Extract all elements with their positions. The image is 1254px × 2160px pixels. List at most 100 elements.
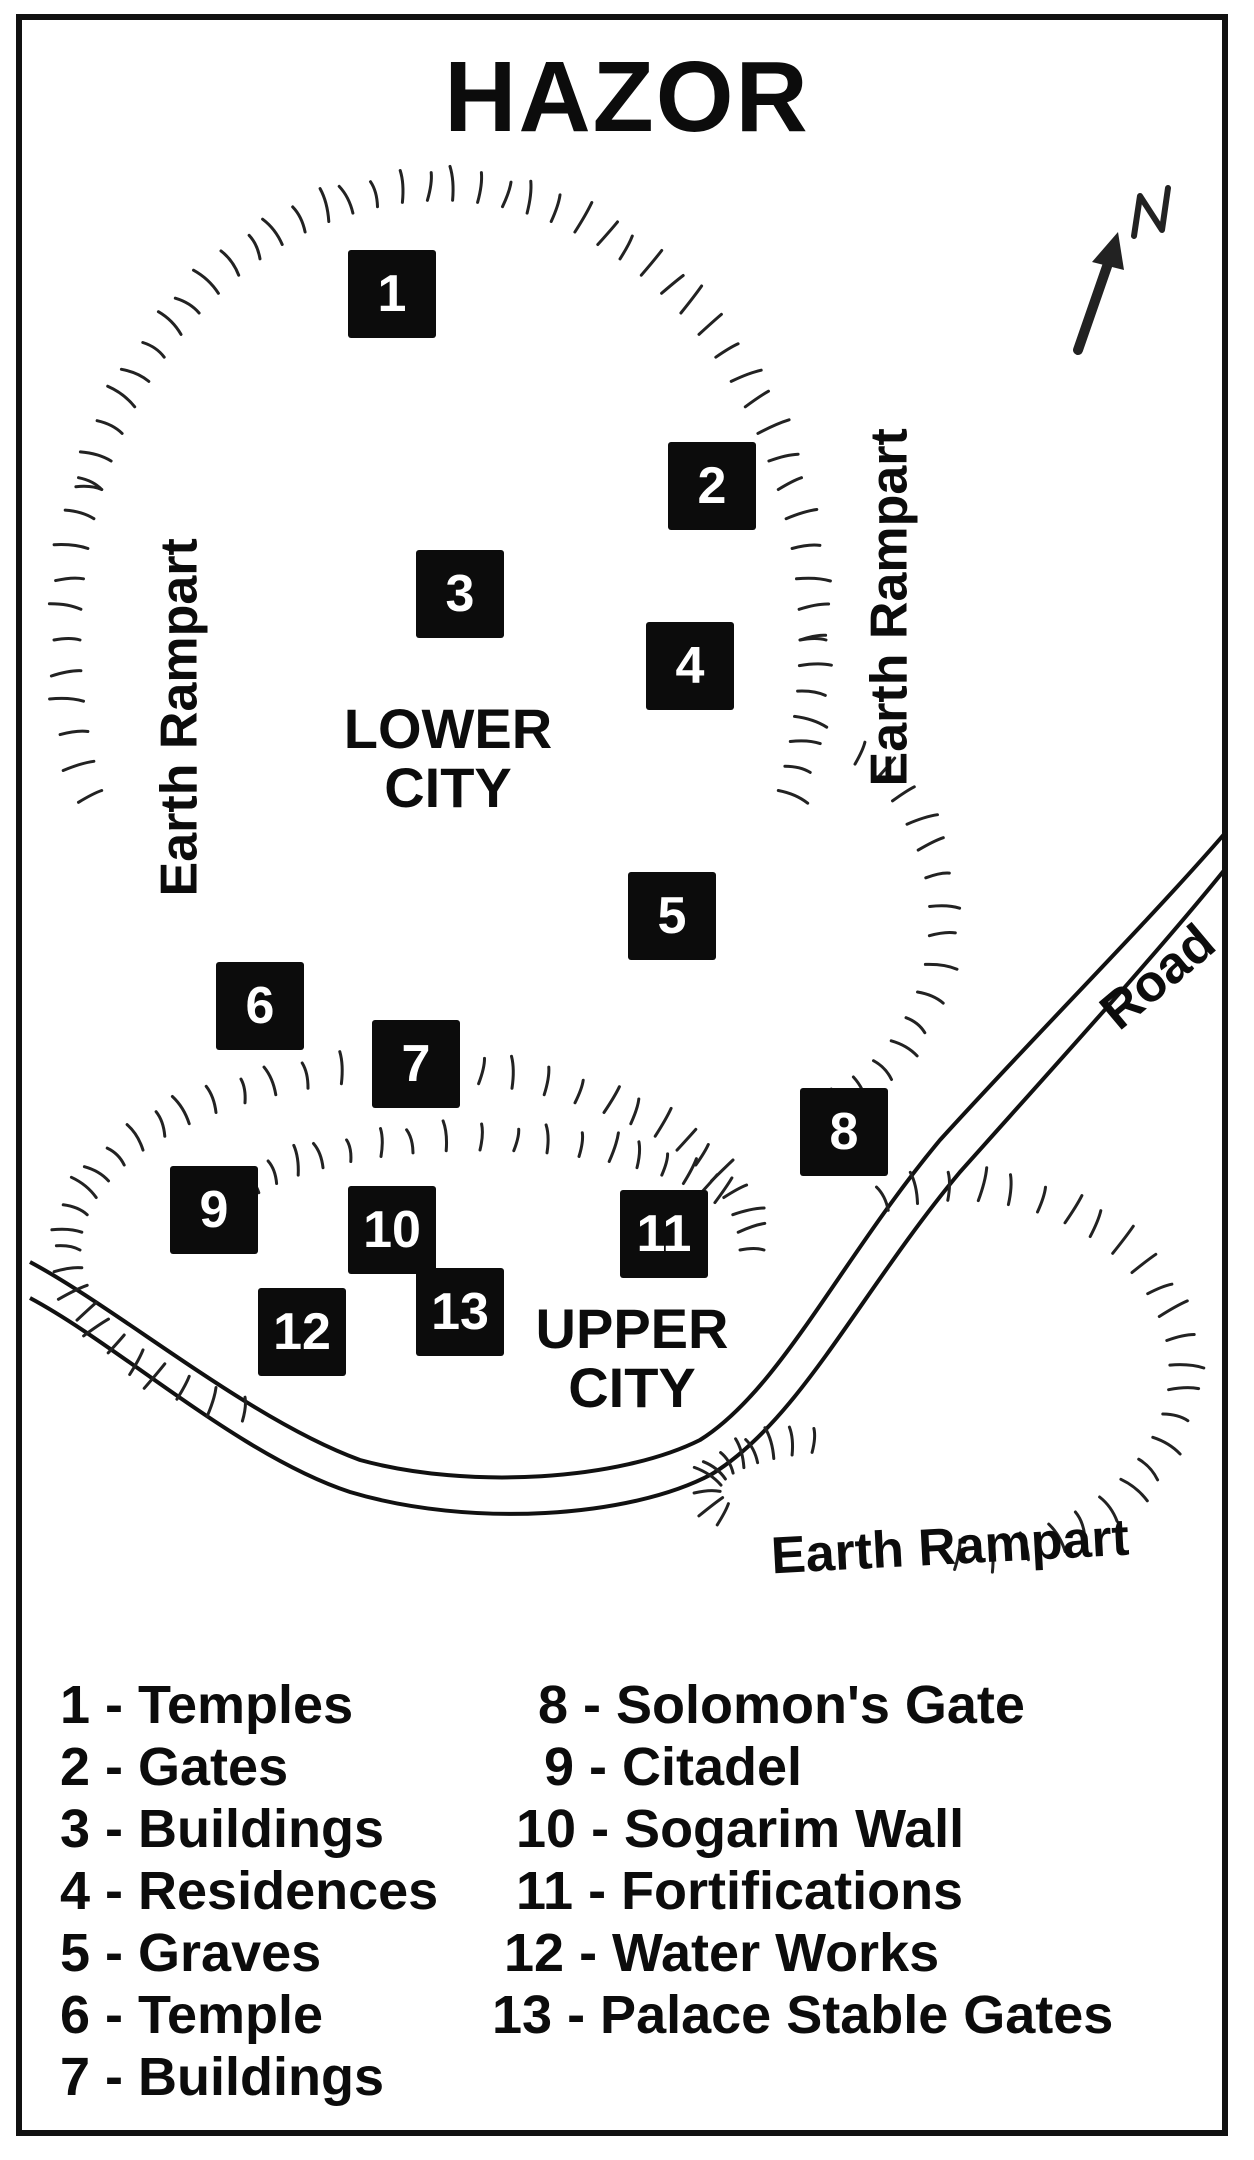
marker-1-temples: 1	[348, 250, 436, 338]
hachure-stroke	[477, 1056, 487, 1086]
hachure-stroke	[312, 1142, 325, 1170]
hachure-stroke	[525, 179, 533, 215]
map-frame	[16, 14, 1228, 2136]
hachure-stroke	[1168, 1363, 1206, 1370]
hachure-stroke	[106, 384, 137, 409]
legend-item: 7 - Buildings	[60, 2047, 384, 2107]
hachure-stroke	[204, 1084, 218, 1114]
hachure-stroke	[1146, 1282, 1174, 1296]
hachure-stroke	[300, 1061, 310, 1090]
hachure-stroke	[478, 1122, 484, 1152]
hachure-stroke	[240, 1395, 247, 1423]
hachure-stroke	[697, 1496, 725, 1518]
hachure-stroke	[52, 1266, 84, 1274]
upper-city-label: UPPER CITY	[535, 1297, 729, 1419]
hachure-stroke	[48, 696, 85, 703]
legend-item: 4 - Residences	[60, 1861, 439, 1921]
hachure-stroke	[448, 164, 455, 202]
hachure-stroke	[692, 1489, 722, 1495]
hachure-stroke	[976, 1166, 989, 1203]
hachure-stroke	[54, 1244, 82, 1252]
marker-11-fortifications: 11	[620, 1190, 708, 1278]
marker-6-temple: 6	[216, 962, 304, 1050]
hachure-stroke	[1036, 1185, 1047, 1214]
hachure-stroke	[796, 689, 827, 697]
hachure-stroke	[795, 576, 832, 583]
hachure-stroke	[953, 1538, 962, 1571]
hachure-stroke	[853, 740, 867, 766]
hachure-stroke	[653, 1106, 673, 1138]
legend-item: 6 - Temple	[60, 1985, 324, 2045]
hachure-stroke	[106, 1333, 126, 1355]
hachure-stroke	[105, 1146, 126, 1167]
hachure-stroke	[573, 1078, 585, 1105]
hachure-stroke	[787, 1425, 795, 1457]
map-title: HAZOR	[444, 41, 810, 153]
hachure-stroke	[345, 1138, 353, 1163]
hachure-stroke	[63, 508, 96, 521]
rampart-right-label: Earth Rampart	[860, 428, 919, 787]
hachure-stroke	[573, 201, 594, 234]
hachure-stroke	[128, 1348, 145, 1376]
hachure-stroke	[1047, 1522, 1067, 1553]
hachure-stroke	[875, 1185, 890, 1212]
legend-item: 13 - Palace Stable Gates	[492, 1985, 1114, 2045]
hachure-stroke	[337, 184, 355, 215]
hachure-stroke	[78, 450, 113, 463]
hachure-stroke	[441, 1119, 449, 1153]
hachure-stroke	[776, 789, 810, 805]
hachure-stroke	[1119, 1477, 1149, 1503]
hachure-stroke	[736, 1221, 767, 1234]
hachure-stroke	[916, 990, 945, 1005]
legend-left: 1 - Temples 2 - Gates 3 - Buildings 4 - …	[60, 1674, 438, 2108]
legend-item: 2 - Gates	[60, 1737, 289, 1797]
hachure-stroke	[607, 1131, 620, 1163]
legend-item: 8 - Solomon's Gate	[538, 1675, 1025, 1735]
hachure-stroke	[52, 543, 90, 550]
marker-3-buildings: 3	[416, 550, 504, 638]
north-arrow-icon	[1073, 185, 1171, 355]
hachure-stroke	[75, 1301, 98, 1322]
hachure-stroke	[292, 1143, 300, 1177]
hachure-stroke	[722, 1183, 749, 1199]
hachure-stroke	[95, 419, 124, 435]
hachure-stroke	[738, 1247, 766, 1252]
hachure-stroke	[1137, 1457, 1160, 1482]
hachure-stroke	[872, 1059, 893, 1081]
hachure-stroke	[873, 756, 897, 783]
hachure-stroke	[154, 1110, 167, 1138]
hachure-stroke	[1073, 1510, 1087, 1538]
hachure-stroke	[713, 1176, 734, 1205]
hachure-stroke	[924, 871, 951, 880]
hachure-stroke	[1018, 1531, 1030, 1562]
hachure-stroke	[291, 205, 307, 234]
hachure-stroke	[398, 169, 405, 204]
hachure-stroke	[512, 1127, 521, 1153]
hachure-stroke	[1165, 1333, 1196, 1342]
hachure-stroke	[1088, 1209, 1103, 1239]
hachure-stroke	[50, 1227, 84, 1234]
hachure-stroke	[904, 1016, 927, 1035]
hachure-stroke	[542, 1065, 551, 1097]
hachure-stroke	[923, 962, 959, 971]
hachure-stroke	[49, 669, 83, 678]
legend-item: 9 - Citadel	[544, 1737, 803, 1797]
hachure-stroke	[660, 1152, 670, 1177]
hachure-stroke	[675, 1127, 698, 1152]
hachure-stroke	[577, 1131, 585, 1158]
hachure-stroke	[338, 1050, 344, 1086]
hachure-stroke	[928, 904, 962, 910]
hachure-stroke	[77, 789, 104, 804]
hachure-stroke	[602, 1085, 621, 1114]
hachure-stroke	[262, 1065, 278, 1097]
hachure-stroke	[908, 1170, 919, 1205]
hachure-stroke	[425, 171, 433, 202]
hachure-stroke	[247, 233, 262, 261]
marker-7-buildings: 7	[372, 1020, 460, 1108]
legend-item: 12 - Water Works	[504, 1923, 940, 1983]
marker-8-solomons-gate: 8	[800, 1088, 888, 1176]
hachure-stroke	[379, 1127, 384, 1158]
hachure-stroke	[731, 1206, 766, 1217]
hachure-stroke	[501, 180, 513, 209]
hachure-stroke	[1130, 1252, 1158, 1274]
